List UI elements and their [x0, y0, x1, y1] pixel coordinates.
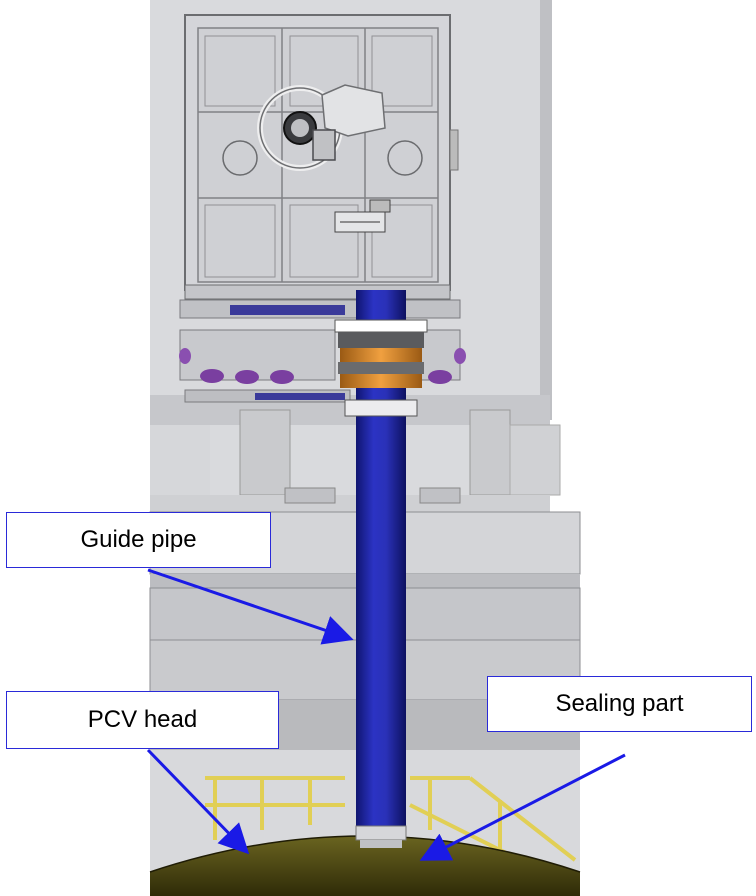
- callout-arrows: [146, 568, 626, 861]
- sealing-part-arrow: [419, 753, 626, 861]
- guide-pipe-arrow: [147, 568, 354, 645]
- pcv-head-label: PCV head: [6, 691, 279, 749]
- sealing-part-label: Sealing part: [487, 676, 752, 732]
- valve-fitting: [334, 199, 391, 233]
- seal-rings: [334, 319, 428, 417]
- handwheel-icon: [257, 84, 386, 171]
- roller-icon: [179, 348, 466, 384]
- sealing-part-label-text: Sealing part: [555, 690, 684, 717]
- pcv-head-label-text: PCV head: [87, 706, 198, 733]
- guide-pipe-label: Guide pipe: [6, 512, 271, 568]
- guide-pipe-label-text: Guide pipe: [80, 526, 197, 553]
- pcv-head-arrow: [146, 748, 250, 855]
